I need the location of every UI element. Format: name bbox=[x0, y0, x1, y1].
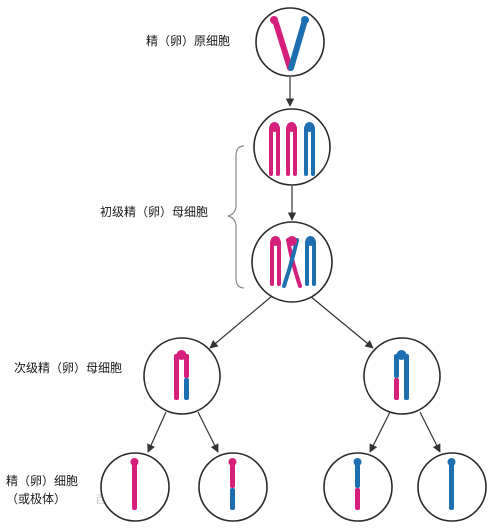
arrow-to-gamete-4 bbox=[419, 411, 441, 453]
label-primary-cell: 初级精（卵）母细胞 bbox=[100, 205, 208, 219]
arrow-to-secondary-left bbox=[209, 295, 273, 349]
primary-cell-replicated bbox=[253, 108, 331, 186]
arrow-to-secondary-right bbox=[309, 295, 374, 349]
label-gamete-line1: 精（卵）细胞 bbox=[6, 474, 78, 488]
gamete-cell-4 bbox=[417, 452, 487, 522]
primary-brace bbox=[227, 145, 245, 289]
label-gamete-line2: （或极体） bbox=[6, 492, 66, 506]
germ-cell bbox=[255, 7, 325, 77]
gamete-cell-2 bbox=[198, 452, 268, 522]
gamete-cell-3 bbox=[323, 452, 393, 522]
arrow-to-gamete-1 bbox=[147, 411, 167, 453]
primary-cell-crossover bbox=[251, 221, 333, 303]
label-secondary-cell: 次级精（卵）母细胞 bbox=[14, 361, 122, 375]
secondary-cell-right bbox=[363, 337, 441, 415]
arrow-to-gamete-2 bbox=[197, 411, 219, 453]
gamete-cell-1 bbox=[100, 452, 170, 522]
arrow-to-gamete-3 bbox=[369, 411, 391, 453]
secondary-cell-left bbox=[143, 337, 221, 415]
label-germ-cell: 精（卵）原细胞 bbox=[146, 34, 230, 48]
